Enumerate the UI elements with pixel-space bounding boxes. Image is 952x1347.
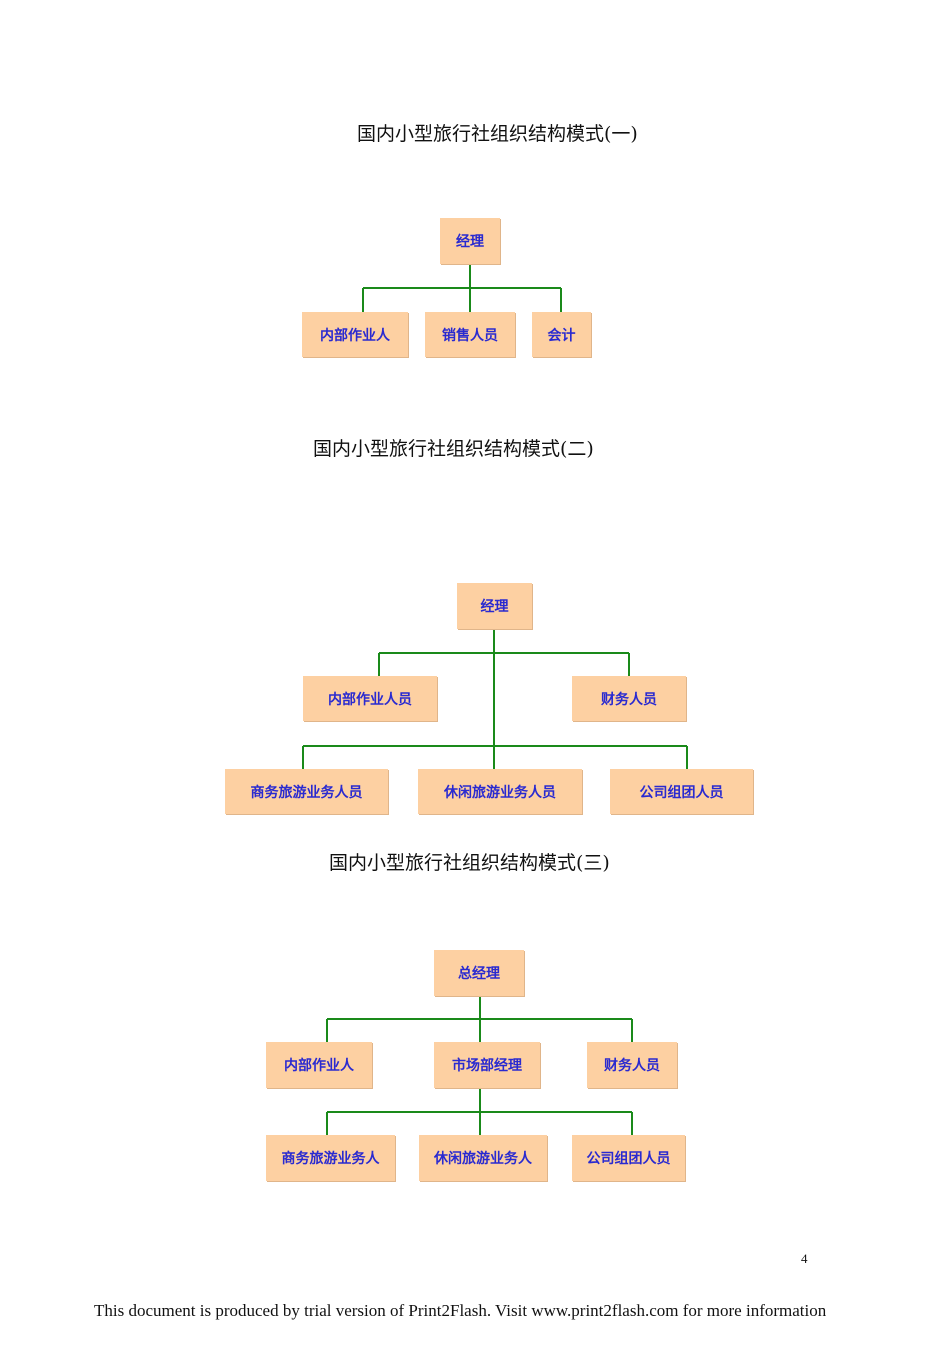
diagram-3-title: 国内小型旅行社组织结构模式(三) (329, 852, 610, 874)
d3-l2-node-1: 商务旅游业务人 (266, 1135, 395, 1181)
d2-root-box: 经理 (457, 583, 532, 629)
page-number: 4 (801, 1251, 808, 1266)
d2-l2-node-3: 公司组团人员 (610, 769, 753, 814)
d2-l1-node-1: 内部作业人员 (303, 676, 437, 721)
d1-node-1: 内部作业人 (302, 312, 408, 357)
d2-l1-node-2: 财务人员 (572, 676, 686, 721)
d2-l2-node-2: 休闲旅游业务人员 (418, 769, 582, 814)
d3-l2-node-3: 公司组团人员 (572, 1135, 685, 1181)
d1-node-3: 会计 (532, 312, 591, 357)
diagram-2-title: 国内小型旅行社组织结构模式(二) (313, 438, 594, 460)
diagram-1-title: 国内小型旅行社组织结构模式(一) (357, 123, 638, 145)
d1-root-box: 经理 (440, 218, 500, 264)
d1-node-2: 销售人员 (425, 312, 515, 357)
footer-text: This document is produced by trial versi… (94, 1301, 827, 1320)
d3-root-box: 总经理 (434, 950, 524, 996)
d3-l1-node-3: 财务人员 (587, 1042, 677, 1088)
d3-l1-node-2: 市场部经理 (434, 1042, 540, 1088)
d3-l2-node-2: 休闲旅游业务人 (419, 1135, 547, 1181)
d2-l2-node-1: 商务旅游业务人员 (225, 769, 388, 814)
d3-l1-node-1: 内部作业人 (266, 1042, 372, 1088)
